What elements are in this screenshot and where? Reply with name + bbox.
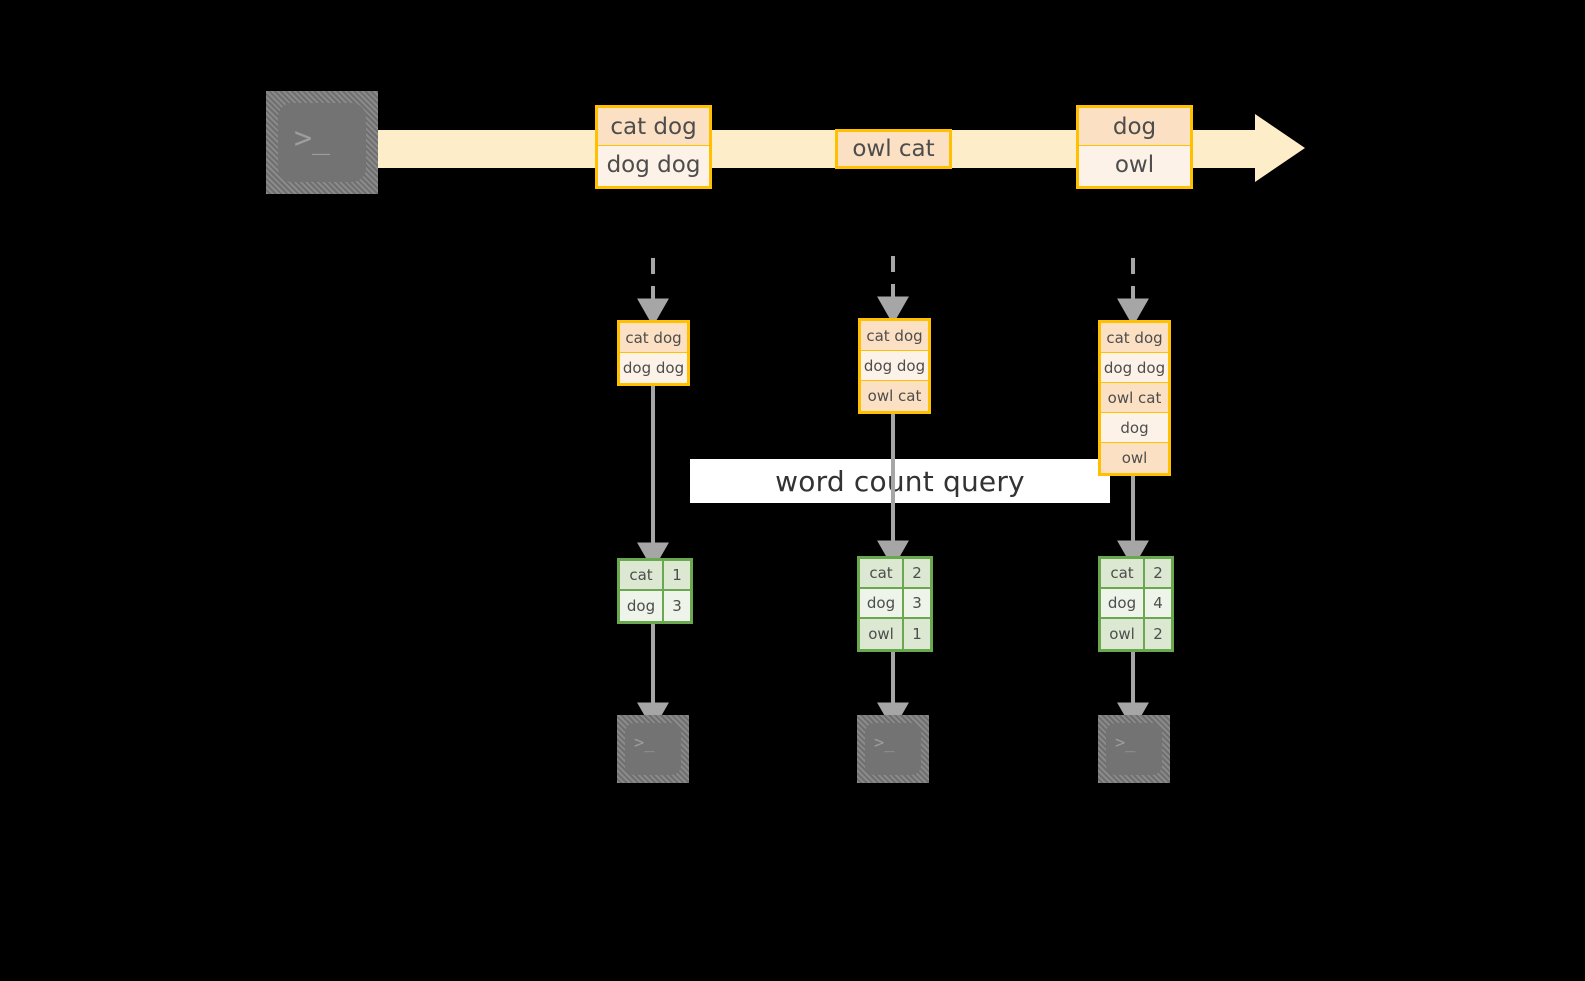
table-row: owl 2 <box>1101 619 1171 649</box>
snapshot-1-result-table[interactable]: cat 1 dog 3 <box>617 558 693 624</box>
input-row: cat dog <box>620 323 687 353</box>
stream-message-3[interactable]: dog owl <box>1076 105 1193 189</box>
input-row: cat dog <box>861 321 928 351</box>
terminal-prompt-glyph: >_ <box>294 121 331 156</box>
snapshot-1-sink-terminal-icon[interactable]: >_ <box>617 715 689 783</box>
stream-message-row: dog dog <box>598 146 709 184</box>
result-word: owl <box>1101 619 1145 649</box>
table-row: dog 4 <box>1101 589 1171 619</box>
result-word: dog <box>860 589 904 617</box>
input-row: dog dog <box>861 351 928 381</box>
input-row: dog <box>1101 413 1168 443</box>
result-count: 2 <box>904 559 930 587</box>
result-word: cat <box>860 559 904 587</box>
result-count: 1 <box>664 561 690 589</box>
result-count: 1 <box>904 619 930 649</box>
input-row: owl <box>1101 443 1168 473</box>
snapshot-3-sink-terminal-icon[interactable]: >_ <box>1098 715 1170 783</box>
table-row: cat 2 <box>860 559 930 589</box>
query-label: word count query <box>775 464 1025 498</box>
terminal-prompt-glyph: >_ <box>1115 733 1136 753</box>
input-row: owl cat <box>861 381 928 411</box>
stream-message-row: cat dog <box>598 108 709 146</box>
stream-message-2[interactable]: owl cat <box>835 129 952 169</box>
stream-message-1[interactable]: cat dog dog dog <box>595 105 712 189</box>
snapshot-3-result-table[interactable]: cat 2 dog 4 owl 2 <box>1098 556 1174 652</box>
snapshot-1-input-stack[interactable]: cat dog dog dog <box>617 320 690 386</box>
terminal-prompt-glyph: >_ <box>874 733 895 753</box>
result-count: 2 <box>1145 559 1171 587</box>
result-word: owl <box>860 619 904 649</box>
result-count: 3 <box>664 591 690 621</box>
result-count: 2 <box>1145 619 1171 649</box>
stream-message-row: owl cat <box>838 132 949 166</box>
stream-tap-lines <box>637 256 1149 327</box>
input-row: cat dog <box>1101 323 1168 353</box>
snapshot-2-result-table[interactable]: cat 2 dog 3 owl 1 <box>857 556 933 652</box>
result-count: 3 <box>904 589 930 617</box>
input-row: dog dog <box>620 353 687 383</box>
result-word: dog <box>620 591 664 621</box>
input-row: dog dog <box>1101 353 1168 383</box>
result-word: cat <box>620 561 664 589</box>
table-row: cat 2 <box>1101 559 1171 589</box>
stream-message-row: dog <box>1079 108 1190 146</box>
terminal-screen <box>1106 723 1162 775</box>
snapshot-2-sink-terminal-icon[interactable]: >_ <box>857 715 929 783</box>
terminal-prompt-glyph: >_ <box>634 733 655 753</box>
result-word: cat <box>1101 559 1145 587</box>
table-row: owl 1 <box>860 619 930 649</box>
terminal-screen <box>865 723 921 775</box>
query-label-band: word count query <box>690 459 1110 503</box>
source-terminal-icon[interactable]: >_ <box>266 91 378 194</box>
result-count: 4 <box>1145 589 1171 617</box>
terminal-screen <box>625 723 681 775</box>
table-row: cat 1 <box>620 561 690 591</box>
table-row: dog 3 <box>620 591 690 621</box>
snapshot-3-input-stack[interactable]: cat dog dog dog owl cat dog owl <box>1098 320 1171 476</box>
result-word: dog <box>1101 589 1145 617</box>
stream-message-row: owl <box>1079 146 1190 184</box>
table-row: dog 3 <box>860 589 930 619</box>
terminal-screen <box>278 103 366 182</box>
snapshot-2-input-stack[interactable]: cat dog dog dog owl cat <box>858 318 931 414</box>
input-row: owl cat <box>1101 383 1168 413</box>
